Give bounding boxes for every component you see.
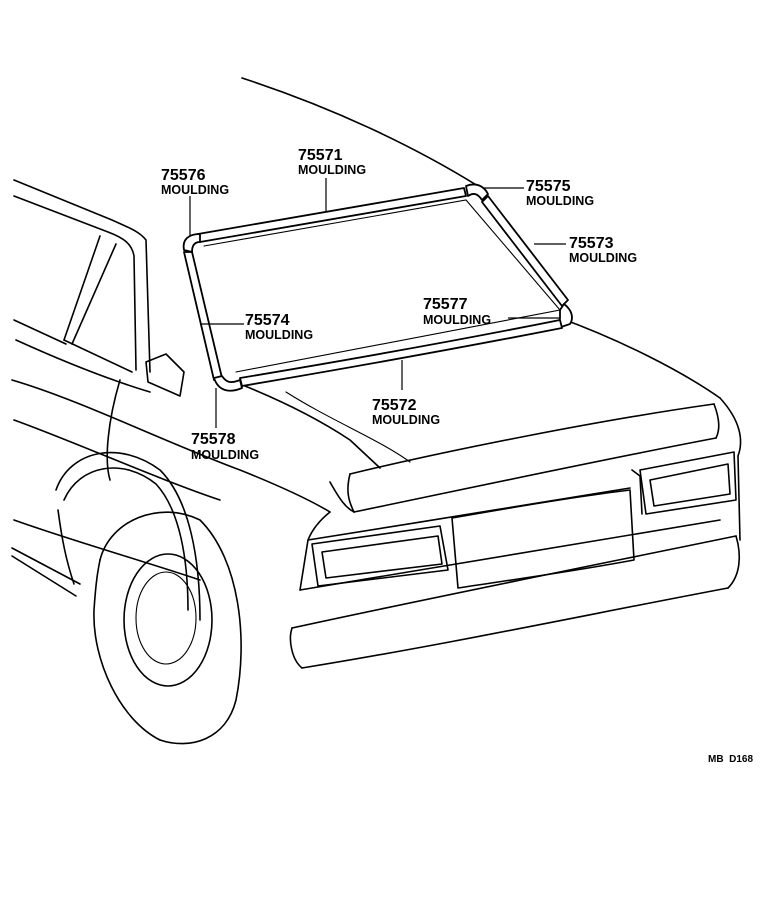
part-number: 75576 — [161, 167, 206, 184]
part-number: 75574 — [245, 312, 290, 329]
part-name: MOULDING — [298, 163, 366, 177]
part-number: 75572 — [372, 397, 417, 414]
moulding-75575 — [465, 183, 489, 201]
part-name: MOULDING — [423, 313, 491, 327]
callout-75572: 75572 MOULDING — [372, 397, 440, 427]
part-name: MOULDING — [161, 183, 229, 197]
moulding-75572 — [239, 319, 563, 387]
part-number: 75573 — [569, 235, 614, 252]
reference-code: MB D168 — [708, 754, 753, 765]
part-number: 75575 — [526, 178, 571, 195]
part-name: MOULDING — [245, 328, 313, 342]
callout-75577: 75577 MOULDING — [423, 296, 491, 327]
callout-75578: 75578 MOULDING — [191, 431, 259, 462]
callout-75574: 75574 MOULDING — [245, 312, 313, 342]
moulding-75573 — [481, 195, 569, 307]
leader-lines — [189, 178, 566, 428]
moulding-75578 — [213, 375, 243, 392]
callout-75573: 75573 MOULDING — [569, 235, 637, 265]
car-body-outline — [11, 77, 742, 745]
rear-window-mouldings — [182, 183, 573, 392]
callout-75575: 75575 MOULDING — [526, 178, 594, 208]
part-name: MOULDING — [372, 413, 440, 427]
moulding-75574 — [183, 251, 223, 381]
part-number: 75571 — [298, 147, 343, 164]
part-number: 75578 — [191, 431, 236, 448]
callout-75571: 75571 MOULDING — [298, 147, 366, 177]
part-name: MOULDING — [569, 251, 637, 265]
moulding-75571 — [197, 187, 467, 243]
part-name: MOULDING — [191, 448, 259, 462]
part-name: MOULDING — [526, 194, 594, 208]
part-number: 75577 — [423, 296, 468, 313]
callout-75576: 75576 MOULDING — [161, 167, 229, 197]
moulding-75576 — [182, 233, 201, 253]
